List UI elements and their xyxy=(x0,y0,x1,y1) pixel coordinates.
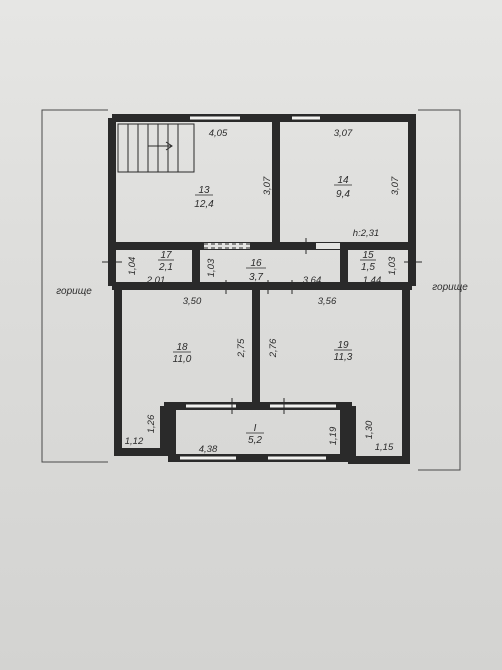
room-17-area: 2,1 xyxy=(158,262,173,273)
walls xyxy=(108,114,416,464)
dim-r16-width: 3,64 xyxy=(303,275,322,286)
wall-ticks xyxy=(102,238,422,414)
dim-r16-height: 1,03 xyxy=(206,258,217,277)
room-14-number: 14 xyxy=(337,175,349,186)
dim-r19-width: 3,56 xyxy=(318,296,337,307)
dim-balcony-width: 4,38 xyxy=(199,444,218,455)
windows xyxy=(180,116,336,460)
dim-r19-height: 2,76 xyxy=(268,338,279,358)
room-15-number: 15 xyxy=(362,250,374,261)
dim-r17-height: 1,04 xyxy=(127,257,138,276)
dim-room14-height: 3,07 xyxy=(390,176,401,195)
dim-balcony-height: 1,19 xyxy=(328,426,339,445)
room-13-area: 12,4 xyxy=(194,199,214,210)
room-13-number: 13 xyxy=(198,185,210,196)
room-18-number: 18 xyxy=(176,342,188,353)
room-19-number: 19 xyxy=(337,340,349,351)
room-15-area: 1,5 xyxy=(361,262,375,273)
attic-label-left: горище xyxy=(56,286,92,297)
dim-r18-width: 3,50 xyxy=(183,296,202,307)
dim-left-notch-height: 1,26 xyxy=(146,414,157,433)
room-16-area: 3,7 xyxy=(249,272,263,283)
window-lines xyxy=(180,115,336,461)
room-17-number: 17 xyxy=(160,250,172,261)
dim-r18-height: 2,75 xyxy=(236,338,247,358)
staircase xyxy=(117,123,195,173)
dim-top-left-width: 4,05 xyxy=(209,128,228,139)
dim-left-notch-width: 1,12 xyxy=(125,436,144,447)
room-14-area: 9,4 xyxy=(336,189,350,200)
room-16-number: 16 xyxy=(250,258,262,269)
dim-room13-height: 3,07 xyxy=(262,176,273,195)
room-18-area: 11,0 xyxy=(173,354,192,365)
room-I-area: 5,2 xyxy=(248,435,262,446)
room-19-area: 11,3 xyxy=(334,352,353,363)
attic-outline xyxy=(41,109,461,471)
room-I-number: I xyxy=(254,423,257,434)
dim-r15-height: 1,03 xyxy=(387,256,398,275)
door-dashes xyxy=(204,243,250,249)
attic-label-right: горище xyxy=(432,282,468,293)
dim-right-notch-width: 1,15 xyxy=(375,442,394,453)
dim-top-right-width: 3,07 xyxy=(334,128,353,139)
fraction-lines xyxy=(158,184,376,434)
dim-r17-width: 2,01 xyxy=(146,275,166,286)
dim-r15-width: 1,44 xyxy=(363,275,382,286)
dim-right-notch-height: 1,30 xyxy=(364,420,375,439)
dim-ceiling-height: h:2,31 xyxy=(353,228,379,239)
